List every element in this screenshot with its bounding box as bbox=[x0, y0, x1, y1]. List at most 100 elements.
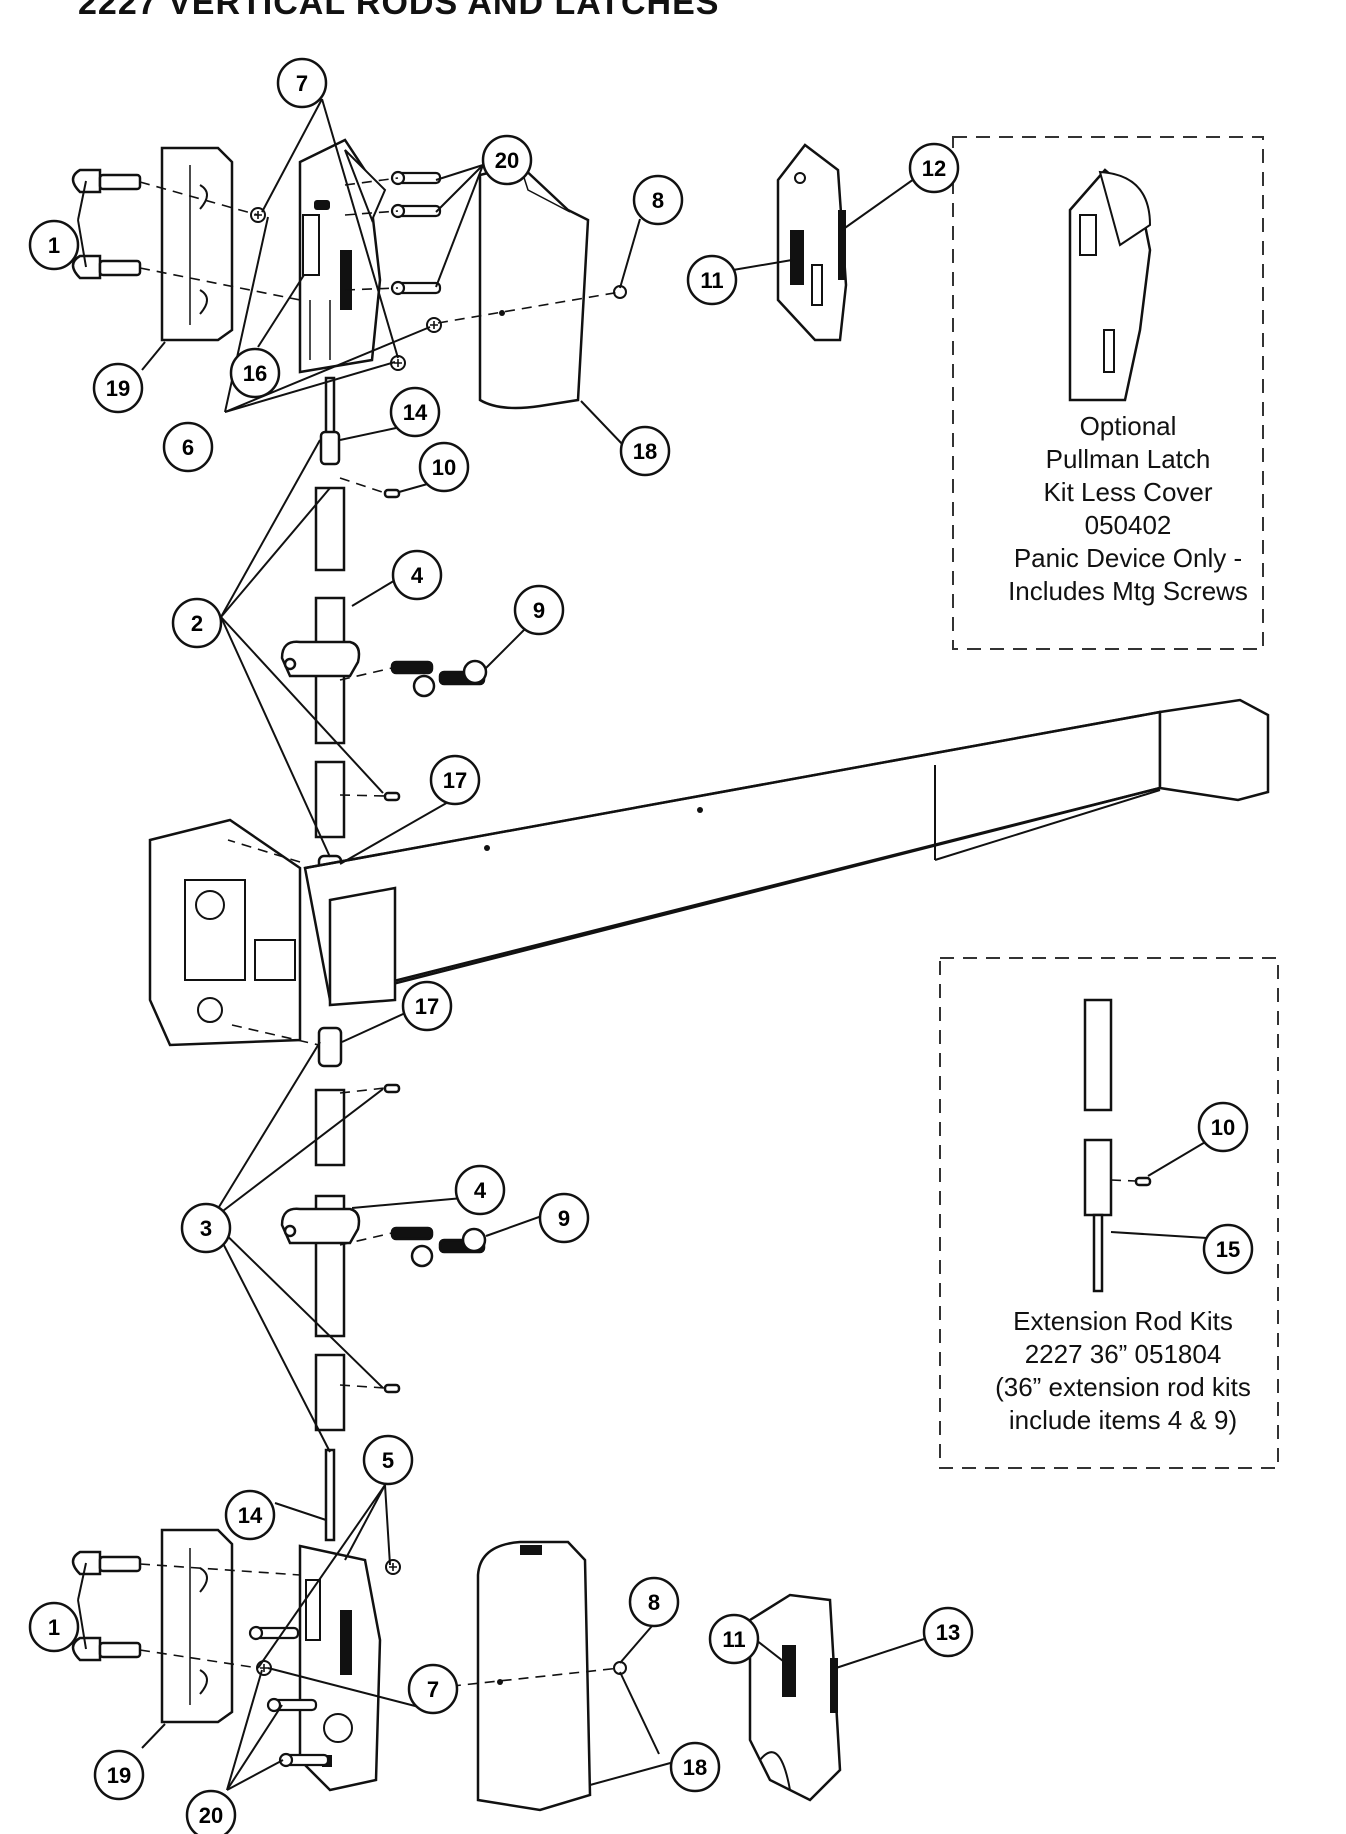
callout-label: 1 bbox=[48, 1615, 60, 1640]
extension-rod bbox=[1083, 998, 1152, 1293]
callout-12: 12 bbox=[908, 142, 960, 194]
callout-label: 7 bbox=[427, 1677, 439, 1702]
callout-label: 14 bbox=[403, 400, 428, 425]
callout-circle bbox=[619, 425, 671, 477]
pullman-kit-box bbox=[952, 136, 1264, 650]
callout-circle bbox=[513, 584, 565, 636]
callout-label: 2 bbox=[191, 611, 203, 636]
callout-label: 14 bbox=[238, 1503, 263, 1528]
page-title: 2227 VERTICAL RODS AND LATCHES bbox=[78, 0, 720, 22]
callout-label: 4 bbox=[411, 563, 424, 588]
callout-label: 18 bbox=[683, 1755, 707, 1780]
callout-circle bbox=[1197, 1101, 1249, 1153]
pullman-line-3: Kit Less Cover bbox=[1043, 477, 1213, 508]
callout-7: 7 bbox=[407, 1663, 459, 1715]
callout-circle bbox=[429, 754, 481, 806]
top-mounting-pins bbox=[71, 168, 142, 280]
callout-14: 14 bbox=[389, 386, 441, 438]
callout-label: 12 bbox=[922, 156, 946, 181]
callout-label: 10 bbox=[432, 455, 456, 480]
callout-label: 11 bbox=[722, 1627, 745, 1652]
callout-label: 18 bbox=[633, 439, 657, 464]
callout-circle bbox=[628, 1576, 680, 1628]
bottom-latch-cover bbox=[476, 1540, 592, 1812]
alignment-lines bbox=[139, 177, 1137, 1689]
callout-circle bbox=[180, 1202, 232, 1254]
extension-line-1: Extension Rod Kits bbox=[1013, 1306, 1233, 1336]
callout-label: 17 bbox=[443, 768, 467, 793]
extension-kit-box bbox=[939, 957, 1279, 1469]
callout-circle bbox=[171, 597, 223, 649]
pullman-line-1: Optional bbox=[1079, 411, 1177, 441]
callout-7: 7 bbox=[276, 57, 328, 109]
callout-4: 4 bbox=[391, 549, 443, 601]
callout-circle bbox=[908, 142, 960, 194]
callout-label: 17 bbox=[415, 994, 439, 1019]
callout-circle bbox=[224, 1489, 276, 1541]
callout-circle bbox=[407, 1663, 459, 1715]
callout-20: 20 bbox=[185, 1789, 237, 1834]
callout-circle bbox=[28, 1601, 80, 1653]
extension-line-4: include items 4 & 9) bbox=[1008, 1405, 1238, 1436]
callout-6: 6 bbox=[162, 421, 214, 473]
pullman-line-4: 050402 bbox=[1084, 510, 1172, 541]
callout-1: 1 bbox=[28, 219, 80, 271]
callout-label: 1 bbox=[48, 233, 60, 258]
top-mounting-bracket bbox=[160, 146, 234, 342]
callout-circle bbox=[1202, 1223, 1254, 1275]
callout-3: 3 bbox=[180, 1202, 232, 1254]
callout-circle bbox=[686, 254, 738, 306]
callout-label: 5 bbox=[382, 1448, 394, 1473]
extension-kit-note: Extension Rod Kits 2227 36” 051804 (36” … bbox=[958, 1305, 1288, 1437]
callout-16: 16 bbox=[229, 347, 281, 399]
callout-label: 8 bbox=[648, 1590, 660, 1615]
leader-lines bbox=[77, 98, 1208, 1791]
callout-1: 1 bbox=[28, 1601, 80, 1653]
callout-label: 11 bbox=[700, 268, 723, 293]
callout-9: 9 bbox=[538, 1192, 590, 1244]
callout-8: 8 bbox=[628, 1576, 680, 1628]
callout-10: 10 bbox=[418, 441, 470, 493]
callout-label: 20 bbox=[199, 1803, 223, 1828]
callout-circle bbox=[418, 441, 470, 493]
callout-label: 19 bbox=[107, 1763, 131, 1788]
callout-13: 13 bbox=[922, 1606, 974, 1658]
callout-circle bbox=[922, 1606, 974, 1658]
top-latch-body bbox=[298, 138, 387, 374]
callout-label: 16 bbox=[243, 361, 267, 386]
callout-label: 10 bbox=[1211, 1115, 1235, 1140]
callout-14: 14 bbox=[224, 1489, 276, 1541]
callout-5: 5 bbox=[362, 1434, 414, 1486]
callout-2: 2 bbox=[171, 597, 223, 649]
callout-circle bbox=[454, 1164, 506, 1216]
callout-circle bbox=[538, 1192, 590, 1244]
callout-20: 20 bbox=[481, 134, 533, 186]
top-latch-screws bbox=[390, 170, 442, 296]
pullman-line-6: Includes Mtg Screws bbox=[1008, 576, 1248, 607]
callout-label: 20 bbox=[495, 148, 519, 173]
bottom-latch-screws bbox=[248, 1625, 330, 1768]
callout-circle bbox=[632, 174, 684, 226]
callout-circle bbox=[276, 57, 328, 109]
callout-label: 9 bbox=[558, 1206, 570, 1231]
extension-line-2: 2227 36” 051804 bbox=[1024, 1339, 1222, 1370]
callout-17: 17 bbox=[429, 754, 481, 806]
callout-circle bbox=[389, 386, 441, 438]
callout-19: 19 bbox=[93, 1749, 145, 1801]
callout-9: 9 bbox=[513, 584, 565, 636]
callout-11: 11 bbox=[708, 1613, 760, 1665]
callout-17: 17 bbox=[401, 980, 453, 1032]
callout-label: 4 bbox=[474, 1178, 487, 1203]
callout-label: 6 bbox=[182, 435, 194, 460]
callout-circle bbox=[362, 1434, 414, 1486]
lower-rod-assembly bbox=[280, 1026, 487, 1542]
callout-label: 9 bbox=[533, 598, 545, 623]
bottom-latch-body bbox=[298, 1544, 382, 1792]
callout-label: 7 bbox=[296, 71, 308, 96]
top-right-latch bbox=[776, 143, 848, 342]
callout-circle bbox=[92, 362, 144, 414]
bottom-mounting-bracket bbox=[160, 1528, 234, 1724]
callout-4: 4 bbox=[454, 1164, 506, 1216]
